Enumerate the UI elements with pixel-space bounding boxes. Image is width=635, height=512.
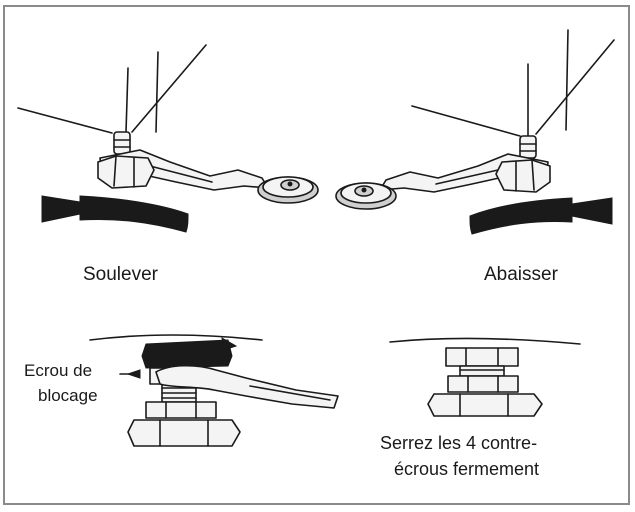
tighten-instruction-line2: écrous fermement [394, 459, 540, 479]
locknut-label-line1: Ecrou de [24, 361, 93, 380]
curved-arrow-left-icon [41, 195, 189, 233]
raise-foot-illustration [17, 44, 319, 204]
curved-arrow-right-icon [469, 197, 613, 235]
locknut-label-line2: blocage [38, 386, 98, 405]
diagram-frame [3, 5, 630, 505]
tightened-foot-illustration [389, 337, 581, 417]
lower-label: Abaisser [484, 264, 558, 285]
tighten-instruction-line1: Serrez les 4 contre- [380, 433, 538, 453]
lower-foot-illustration [335, 29, 615, 210]
raise-label: Soulever [83, 264, 158, 285]
locknut-illustration [89, 334, 339, 447]
